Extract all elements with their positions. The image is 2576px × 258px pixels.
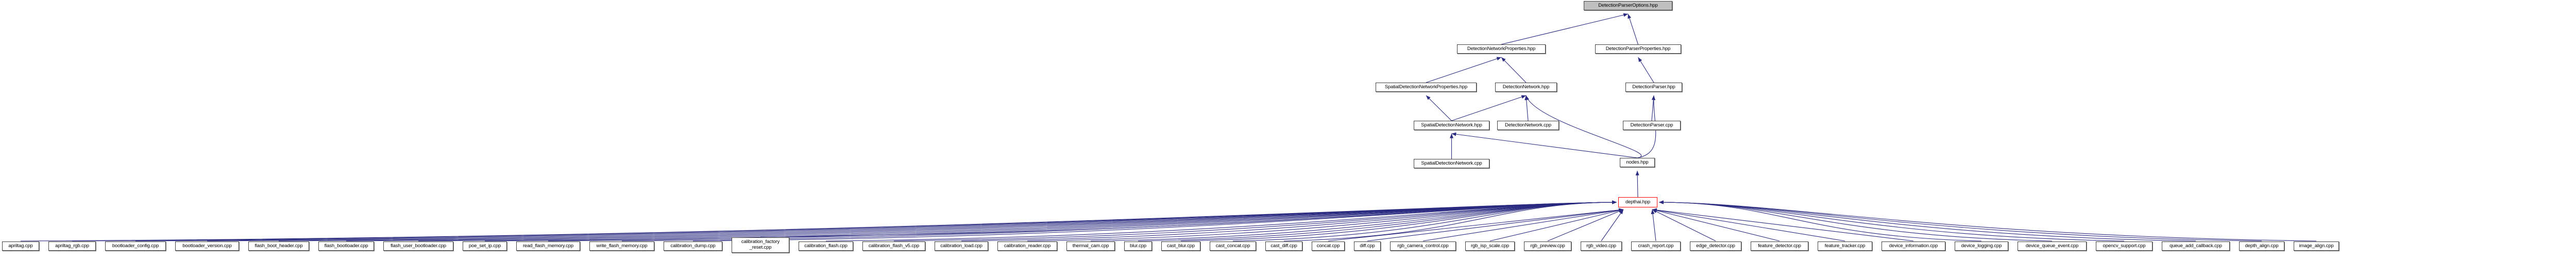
graph-edge — [1658, 200, 1982, 241]
graph-node[interactable]: rgb_preview.cpp — [1524, 241, 1571, 251]
graph-node[interactable]: device_information.cpp — [1882, 241, 1945, 251]
graph-edge — [1638, 57, 1654, 83]
graph-edge — [1451, 95, 1527, 121]
graph-node[interactable]: DetectionParser.hpp — [1625, 83, 1682, 92]
graph-node[interactable]: opencv_support.cpp — [2096, 241, 2153, 251]
graph-edge — [1547, 209, 1624, 241]
graph-node[interactable]: rgb_isp_scale.cpp — [1465, 241, 1515, 251]
graph-node[interactable]: calibration_flash.cpp — [799, 241, 853, 251]
graph-edge — [1422, 208, 1624, 241]
graph-node[interactable]: crash_report.cpp — [1631, 241, 1681, 251]
graph-node[interactable]: SpatialDetectionNetwork.hpp — [1414, 121, 1489, 130]
graph-node[interactable]: image_align.cpp — [2294, 241, 2339, 251]
graph-node[interactable]: flash_user_bootloader.cpp — [383, 241, 453, 251]
graph-edge — [1501, 57, 1527, 83]
graph-node[interactable]: bootloader_version.cpp — [175, 241, 239, 251]
graph-node[interactable]: calibration_dump.cpp — [664, 241, 722, 251]
graph-node[interactable]: calibration_load.cpp — [935, 241, 988, 251]
graph-edge — [1426, 95, 1452, 121]
graph-edge — [1658, 200, 2317, 241]
graph-node[interactable]: apriltag_rgb.cpp — [48, 241, 96, 251]
graph-node[interactable]: blur.cpp — [1124, 241, 1152, 251]
graph-edge — [1658, 200, 2053, 241]
graph-edge — [1426, 57, 1502, 83]
graph-edge — [1652, 208, 1914, 241]
graph-node[interactable]: apriltag.cpp — [2, 241, 39, 251]
graph-edge — [1283, 200, 1617, 241]
graph-edge — [760, 200, 1617, 237]
graph-edge — [1367, 208, 1624, 241]
graph-edge — [1451, 132, 1638, 158]
graph-node[interactable]: device_queue_event.cpp — [2018, 241, 2087, 251]
graph-node[interactable]: DetectionNetwork.hpp — [1495, 83, 1557, 92]
graph-node[interactable]: feature_tracker.cpp — [1818, 241, 1872, 251]
graph-edge — [1526, 95, 1642, 158]
graph-node[interactable]: queue_add_callback.cpp — [2162, 241, 2230, 251]
graph-node[interactable]: depthai.hpp — [1618, 197, 1657, 207]
graph-node[interactable]: thermal_cam.cpp — [1066, 241, 1115, 251]
graph-edge — [1328, 208, 1624, 241]
graph-node[interactable]: cast_concat.cpp — [1210, 241, 1256, 251]
graph-edge — [1652, 208, 1780, 241]
graph-node[interactable]: rgb_video.cpp — [1581, 241, 1622, 251]
graph-edge — [1489, 208, 1624, 241]
graph-node[interactable]: calibration_reader.cpp — [997, 241, 1057, 251]
graph-node[interactable]: rgb_camera_control.cpp — [1390, 241, 1456, 251]
graph-edge — [1637, 95, 1656, 158]
graph-node[interactable]: flash_bootloader.cpp — [318, 241, 374, 251]
graph-node[interactable]: DetectionNetworkProperties.hpp — [1457, 44, 1546, 54]
graph-node[interactable]: cast_diff.cpp — [1265, 241, 1302, 251]
graph-node[interactable]: DetectionParserProperties.hpp — [1595, 44, 1681, 54]
graph-node[interactable]: flash_boot_header.cpp — [248, 241, 309, 251]
graph-node[interactable]: SpatialDetectionNetworkProperties.hpp — [1376, 83, 1477, 92]
graph-edge — [1652, 209, 1716, 241]
graph-edge — [1501, 13, 1629, 45]
graph-node[interactable]: nodes.hpp — [1620, 158, 1655, 167]
graph-node[interactable]: concat.cpp — [1312, 241, 1345, 251]
graph-node[interactable]: DetectionNetwork.cpp — [1497, 121, 1559, 130]
graph-edge — [1628, 13, 1639, 45]
graph-node[interactable]: calibration_flash_v5.cpp — [862, 241, 925, 251]
graph-node[interactable]: diff.cpp — [1354, 241, 1381, 251]
graph-edge — [1601, 209, 1624, 241]
graph-edge — [1651, 209, 1656, 241]
graph-node[interactable]: cast_blur.cpp — [1161, 241, 1200, 251]
graph-edge — [1652, 208, 1845, 241]
graph-node[interactable]: DetectionParser.cpp — [1623, 121, 1681, 130]
graph-node[interactable]: poe_set_ip.cpp — [463, 241, 507, 251]
graph-node[interactable]: feature_detector.cpp — [1751, 241, 1808, 251]
graph-node[interactable]: device_logging.cpp — [1955, 241, 2008, 251]
graph-edge — [1635, 170, 1639, 198]
graph-node[interactable]: DetectionParserOptions.hpp — [1584, 1, 1672, 10]
graph-node[interactable]: depth_align.cpp — [2239, 241, 2284, 251]
graph-node[interactable]: edge_detector.cpp — [1690, 241, 1741, 251]
graph-node[interactable]: SpatialDetectionNetwork.cpp — [1414, 159, 1489, 168]
graph-node[interactable]: write_flash_memory.cpp — [589, 241, 654, 251]
graph-node[interactable]: read_flash_memory.cpp — [516, 241, 580, 251]
graph-node[interactable]: bootloader_config.cpp — [105, 241, 166, 251]
graph-node[interactable]: calibration_factory _reset.cpp — [732, 237, 789, 253]
